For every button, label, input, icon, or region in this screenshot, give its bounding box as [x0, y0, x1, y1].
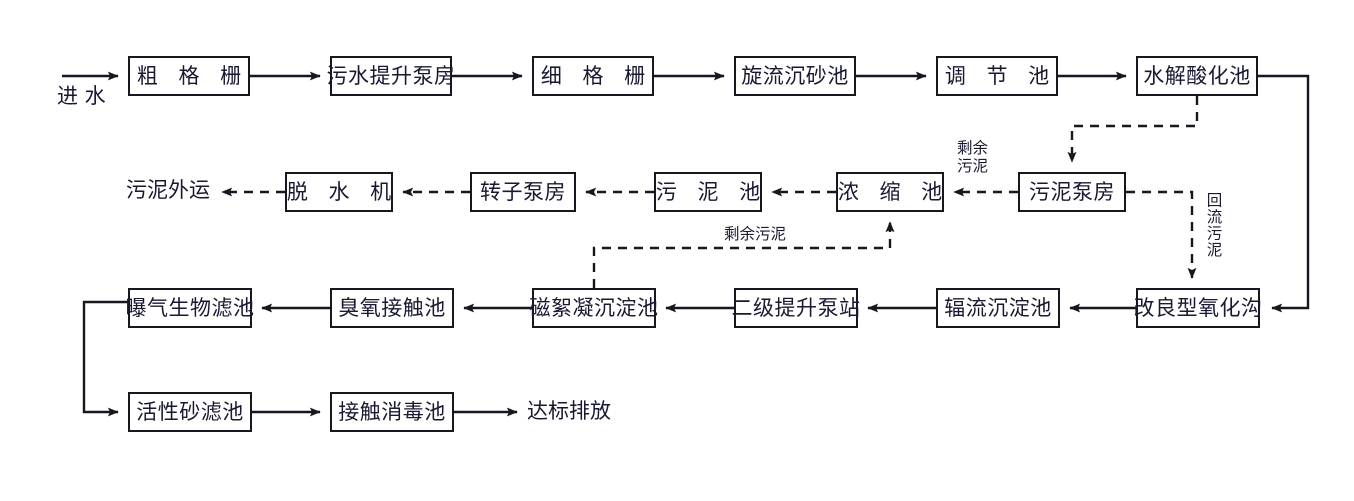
- edge-sludge-pump-to-oxidation-ditch-dashed: [1126, 190, 1197, 279]
- edge-label-excess-sludge-center: 剩余污泥: [722, 225, 789, 244]
- node-contact-disinfection-tank[interactable]: 接触消毒池: [330, 392, 454, 432]
- node-sludge-pump-room[interactable]: 污泥泵房: [1018, 172, 1126, 212]
- terminal-sludge-out: 污泥外运: [126, 178, 210, 202]
- edge-baf-to-sand-filter: [82, 300, 128, 417]
- node-hydrolysis-acidification-tank[interactable]: 水解酸化池: [1136, 56, 1258, 96]
- node-dewatering-machine[interactable]: 脱 水 机: [285, 172, 393, 212]
- edge-hydrolysis-to-oxidation-ditch: [1258, 74, 1310, 313]
- terminal-influent: 进 水: [57, 84, 106, 108]
- node-active-sand-filter[interactable]: 活性砂滤池: [128, 392, 252, 432]
- node-thickening-tank[interactable]: 浓 缩 池: [836, 172, 944, 212]
- edge-label-return-sludge: 回流污泥: [1204, 190, 1223, 260]
- node-sewage-lift-pump[interactable]: 污水提升泵房: [327, 56, 455, 96]
- edge-hydrolysis-to-sludge-pump-dashed: [1067, 96, 1199, 163]
- edge-label-line1: 剩余: [957, 139, 989, 157]
- node-equalization-tank[interactable]: 调 节 池: [936, 56, 1058, 96]
- terminal-discharge: 达标排放: [527, 399, 611, 423]
- node-vortex-grit-tank[interactable]: 旋流沉砂池: [734, 56, 856, 96]
- node-improved-oxidation-ditch[interactable]: 改良型氧化沟: [1134, 288, 1262, 328]
- node-magnetic-flocculation-tank[interactable]: 磁絮凝沉淀池: [530, 288, 658, 328]
- node-rotor-pump-room[interactable]: 转子泵房: [470, 172, 576, 212]
- node-sludge-tank[interactable]: 污 泥 池: [654, 172, 762, 212]
- node-ozone-contact-tank[interactable]: 臭氧接触池: [330, 288, 454, 328]
- edge-label-excess-sludge-right: 剩余 污泥: [955, 139, 991, 176]
- edge-label-line2: 污泥: [957, 156, 989, 175]
- node-coarse-screen[interactable]: 粗 格 栅: [128, 56, 250, 96]
- node-aerated-biofilter[interactable]: 曝气生物滤池: [126, 288, 254, 328]
- node-fine-screen[interactable]: 细 格 栅: [532, 56, 654, 96]
- node-radial-settling-tank[interactable]: 辐流沉淀池: [936, 288, 1060, 328]
- node-secondary-lift-station[interactable]: 二级提升泵站: [732, 288, 860, 328]
